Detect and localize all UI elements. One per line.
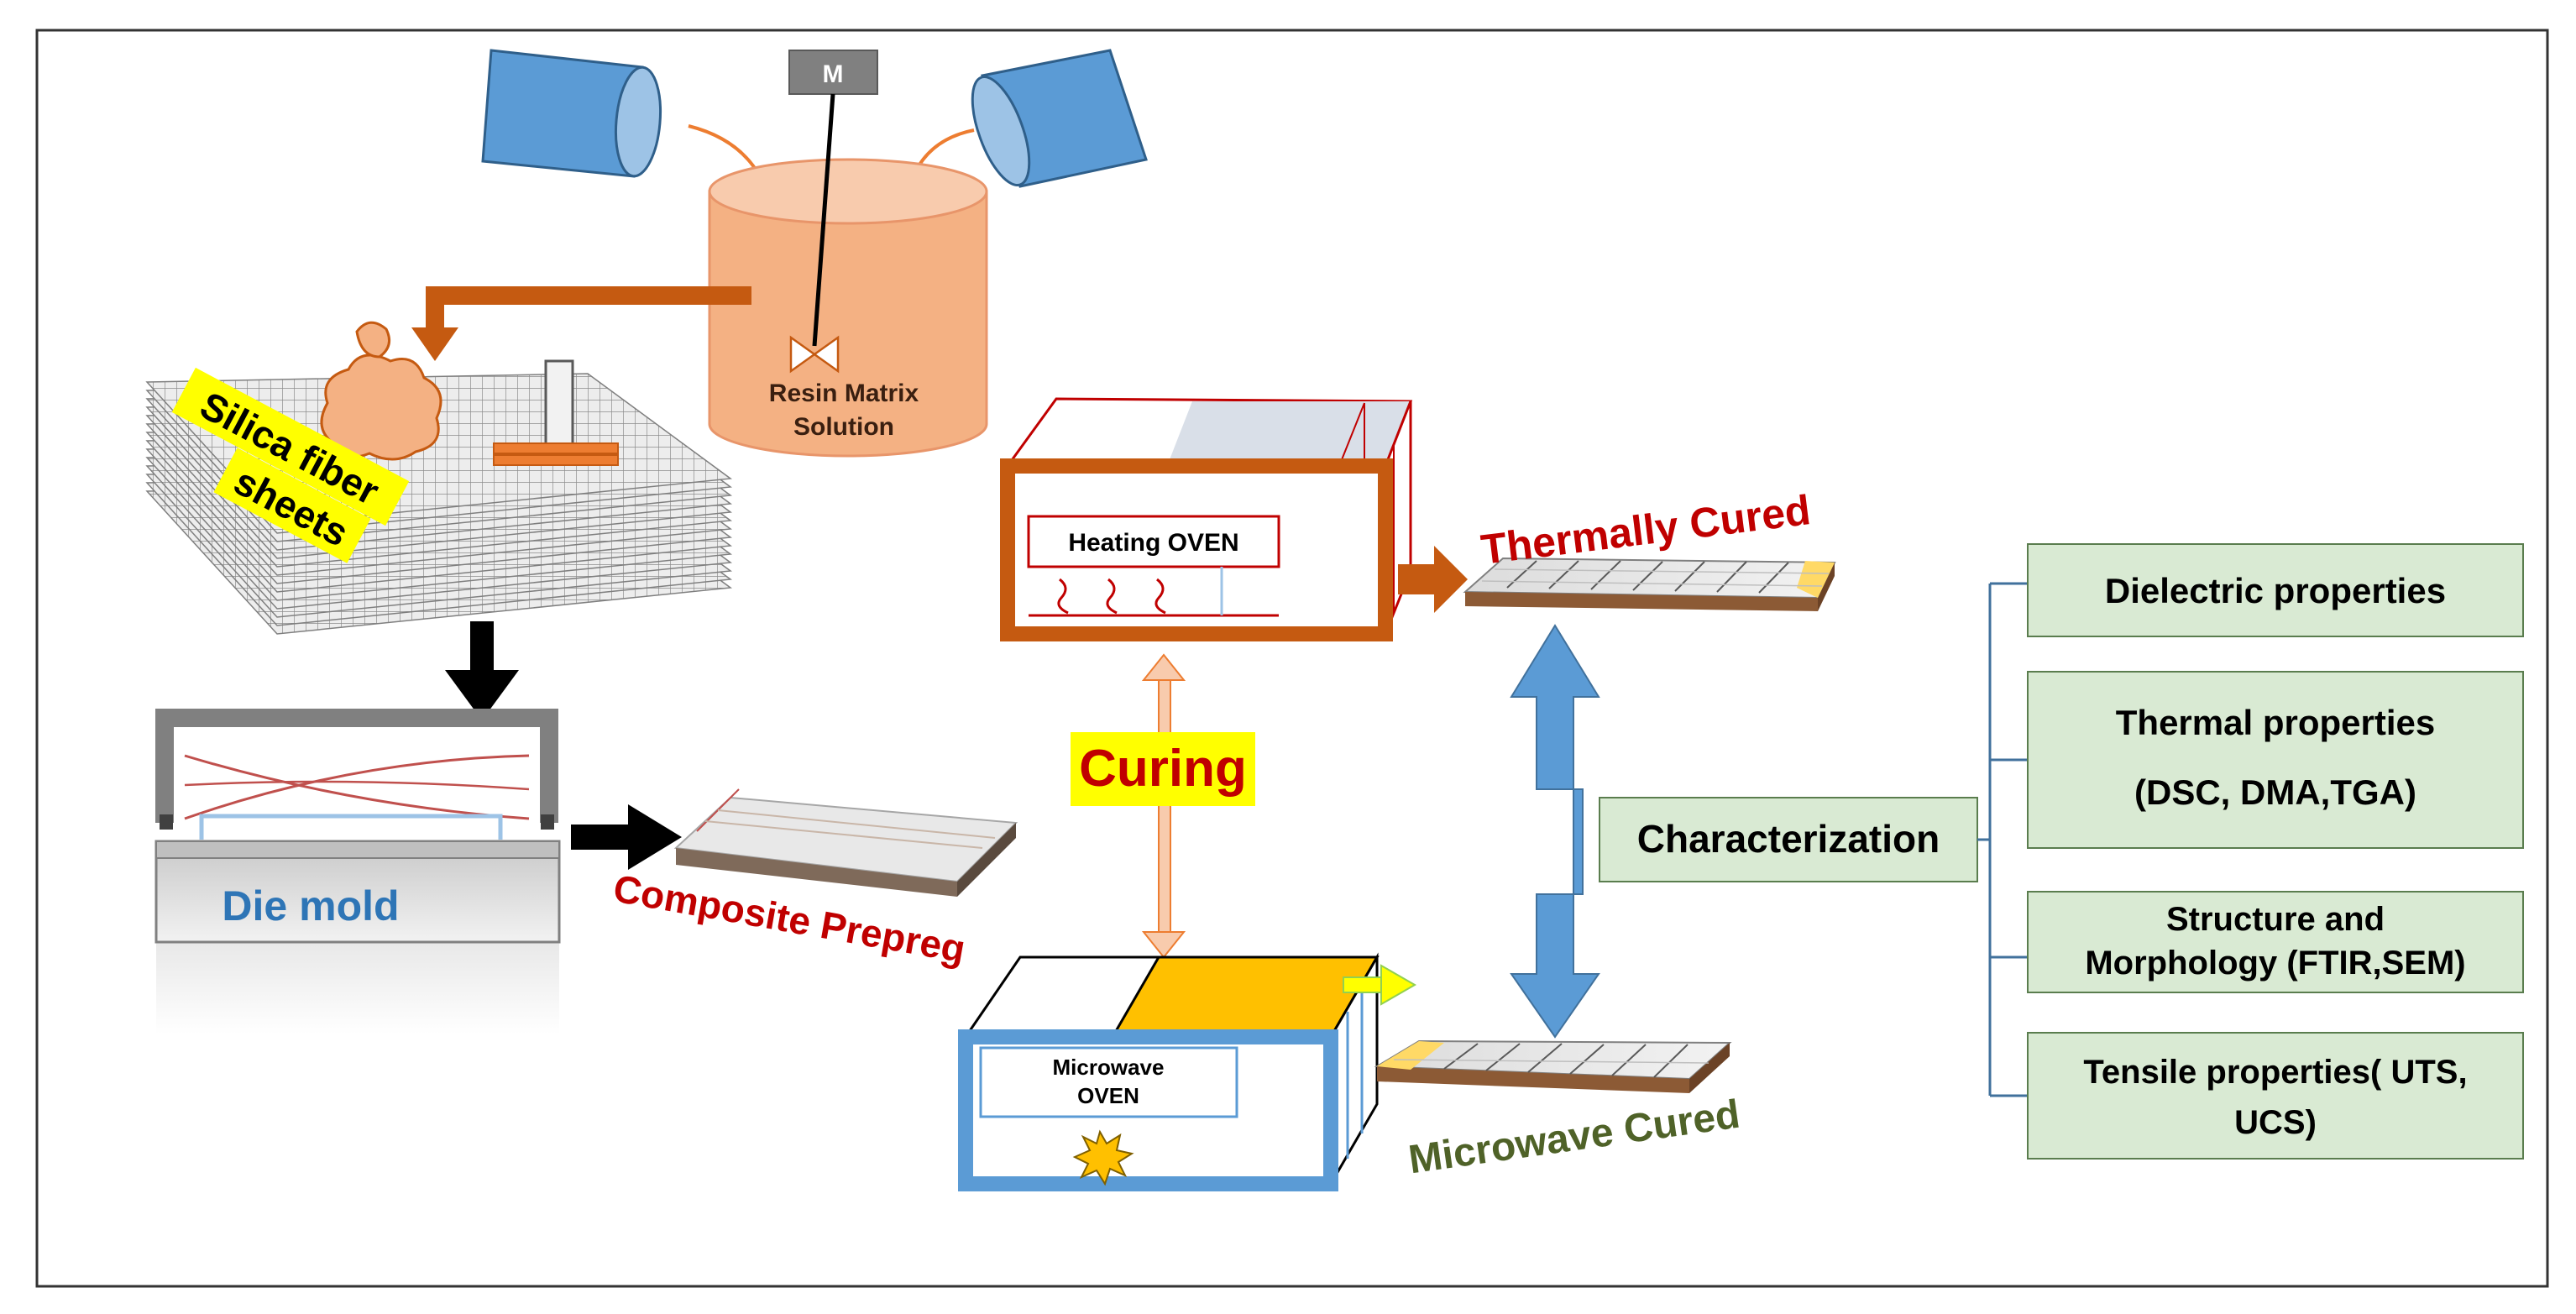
stirrer-blade-right — [812, 335, 840, 374]
microwave-to-plate-arrow — [1343, 976, 1382, 993]
resin-to-fiber-arrow — [426, 286, 751, 332]
property-structure-line2: Morphology (FTIR,SEM) — [2085, 945, 2465, 982]
frame-border — [35, 29, 2549, 1288]
heating-oven-label: Heating OVEN — [1068, 529, 1238, 557]
resin-label-line2: Solution — [793, 413, 894, 441]
microwave-label-line2: OVEN — [1077, 1083, 1139, 1108]
resin-label-line1: Resin Matrix — [769, 380, 919, 407]
motor-label: M — [823, 60, 844, 88]
microwave-cured-plate — [1374, 1039, 1732, 1093]
heating-oven — [1000, 397, 1413, 641]
motor: M — [788, 50, 878, 95]
prepreg-plate — [673, 788, 1018, 897]
property-box-thermal — [2027, 671, 2524, 849]
property-box-structure — [2027, 891, 2524, 993]
property-tensile-line2: UCS) — [2234, 1104, 2317, 1141]
fiber-label-highlight-2 — [213, 448, 371, 563]
oven-to-thermal-arrowhead — [1434, 546, 1468, 613]
microwave-oven — [958, 952, 1380, 1191]
resin-container-left — [481, 49, 662, 178]
thermal-cured-plate — [1463, 557, 1836, 611]
microwave-to-plate-arrowhead — [1380, 964, 1417, 1006]
fiber-to-mold-arrow — [470, 621, 494, 672]
property-dielectric-line1: Dielectric properties — [2105, 571, 2446, 610]
resin-tank — [708, 158, 988, 458]
characterization-bracket — [1977, 582, 2028, 1097]
microwave-cured-label: Microwave Cured — [1406, 1092, 1742, 1183]
mold-to-prepreg-arrow — [571, 825, 630, 850]
property-tensile-line1: Tensile properties( UTS, — [2083, 1054, 2467, 1091]
resin-to-fiber-arrowhead — [411, 327, 458, 361]
die-mold — [154, 709, 561, 1034]
curing-label: Curing — [1079, 740, 1247, 798]
property-structure-line1: Structure and — [2166, 901, 2385, 938]
oven-to-thermal-arrow — [1398, 564, 1436, 594]
resin-container-right — [971, 49, 1148, 188]
property-thermal-line2: (DSC, DMA,TGA) — [2134, 772, 2416, 812]
resin-blob — [320, 321, 442, 461]
stirrer-shaft — [812, 93, 835, 347]
fiber-label-highlight-1 — [171, 367, 410, 526]
characterization-label: Characterization — [1637, 817, 1940, 861]
roller-tool — [493, 359, 619, 466]
characterization-box — [1599, 797, 1978, 882]
die-mold-label: Die mold — [222, 882, 399, 929]
stirrer-blade-left — [789, 335, 817, 374]
characterization-double-arrow — [1510, 624, 1600, 1039]
mold-to-prepreg-arrowhead — [628, 804, 682, 870]
property-box-dielectric — [2027, 543, 2524, 637]
property-box-tensile — [2027, 1032, 2524, 1160]
property-thermal-line1: Thermal properties — [2116, 703, 2435, 742]
fiber-to-mold-arrowhead — [445, 670, 519, 720]
curing-highlight — [1071, 732, 1255, 806]
microwave-label-line1: Microwave — [1053, 1055, 1165, 1080]
